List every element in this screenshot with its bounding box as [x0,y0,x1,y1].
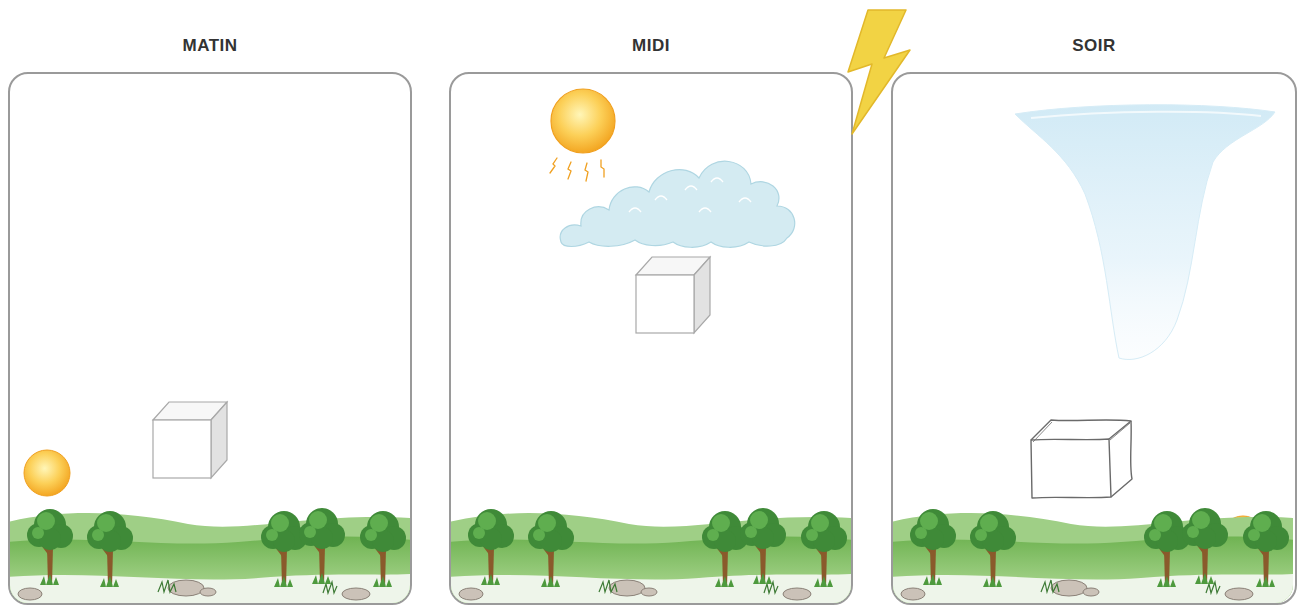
sun [24,450,70,496]
evening-scene [893,105,1293,603]
sun [550,89,615,181]
noon-scene [451,89,851,603]
time-panel: SOIR [891,72,1297,605]
panel-heading: MIDI [451,36,851,56]
tornado [1015,105,1275,360]
sketched-cube [1031,420,1132,498]
setting-sun [1221,516,1265,560]
morning-scene [10,402,410,603]
cloud-detail [629,178,751,212]
lightning-bolt [848,10,910,134]
cloud [560,161,795,247]
time-panel: MIDI [449,72,853,605]
panel-heading: SOIR [893,36,1295,56]
time-panel: MATIN [8,72,412,605]
panel-heading: MATIN [10,36,410,56]
